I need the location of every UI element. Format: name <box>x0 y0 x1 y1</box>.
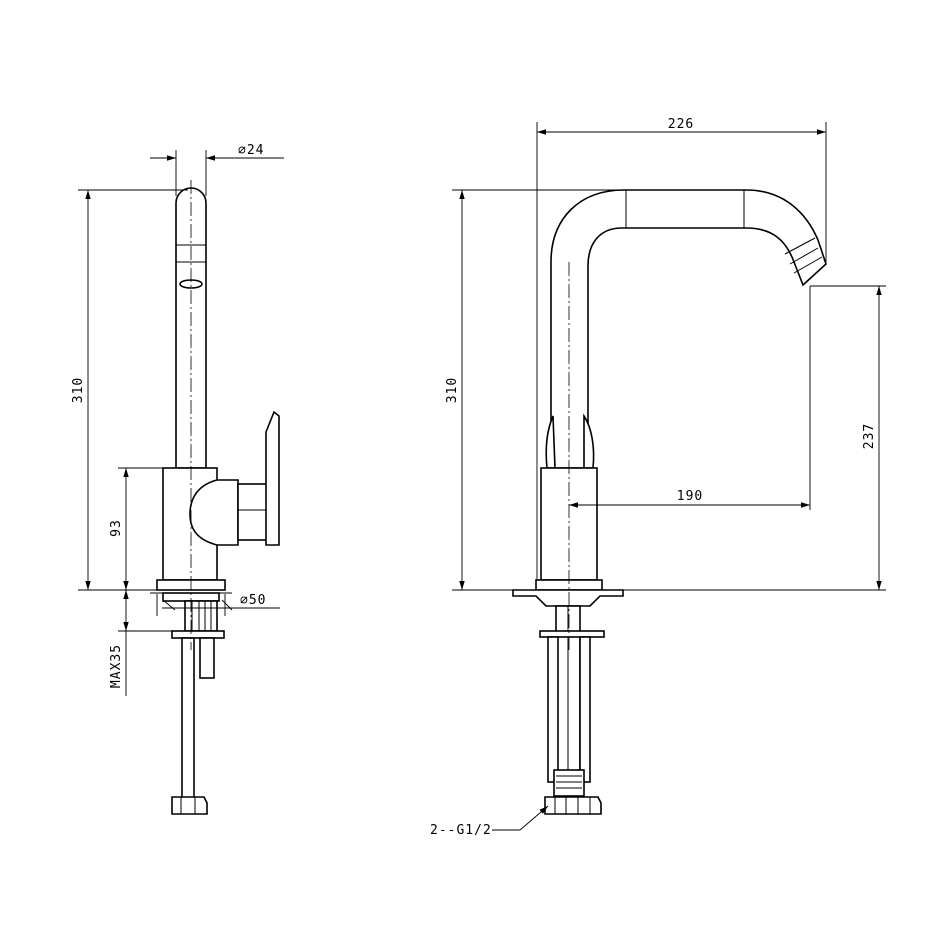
dim-side-height: 310 <box>445 377 460 403</box>
front-spout <box>175 187 207 469</box>
side-lever <box>545 415 556 469</box>
dim-spout-reach: 190 <box>677 489 703 504</box>
side-hose-nuts <box>544 796 602 815</box>
side-base-plate <box>512 589 624 607</box>
dim-body-height: 93 <box>109 519 124 537</box>
dim-outlet-height: 237 <box>862 423 877 449</box>
side-view: 226 310 237 190 2--G1/2 <box>430 117 886 838</box>
dim-side-width: 226 <box>668 117 694 132</box>
front-hose-nut <box>171 796 208 815</box>
dim-max-deck: MAX35 <box>109 644 124 688</box>
front-view: ⌀24 310 93 ⌀50 MAX35 <box>71 143 284 815</box>
side-spout <box>550 189 827 469</box>
front-fixing-nut <box>171 630 225 639</box>
callout-connection: 2--G1/2 <box>430 823 492 838</box>
front-shank <box>184 600 218 632</box>
dim-base-diameter: ⌀50 <box>240 593 266 608</box>
side-fixing-rod <box>539 630 605 638</box>
front-cartridge <box>189 479 239 546</box>
dim-front-height: 310 <box>71 377 86 403</box>
front-lever <box>265 410 280 546</box>
dim-spout-diameter: ⌀24 <box>238 143 264 158</box>
